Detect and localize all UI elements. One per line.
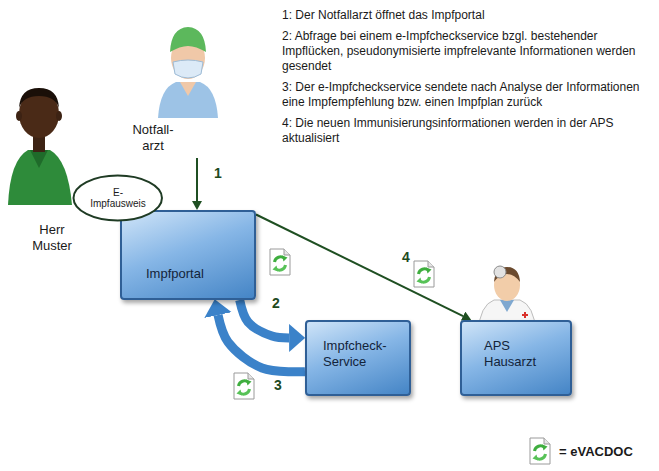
process-box: Impfportal bbox=[120, 210, 256, 300]
drawing-part bbox=[494, 266, 506, 278]
step-note: 1: Der Notfallarzt öffnet das Impfportal bbox=[282, 8, 654, 23]
drawing-part bbox=[234, 373, 254, 399]
ellipse-shape bbox=[74, 176, 162, 221]
emergency-doctor-figure bbox=[158, 27, 218, 118]
system-box: APS Hausarzt bbox=[460, 320, 572, 396]
connector bbox=[256, 215, 463, 317]
node-text: APS Hausarzt bbox=[484, 338, 550, 371]
step-note: 4: Die neuen Immunisierungsinformationen… bbox=[282, 116, 654, 146]
drawing-part bbox=[494, 267, 520, 282]
callout-number: 4 bbox=[400, 250, 412, 265]
drawing-part bbox=[56, 111, 62, 121]
drawing-part bbox=[414, 261, 434, 287]
node-text: Notfall- arzt bbox=[128, 122, 178, 153]
evacdoc-icons bbox=[234, 249, 434, 399]
text-wrap: Impfportal bbox=[146, 266, 204, 282]
person-label: Herr Muster bbox=[26, 222, 78, 255]
connector bbox=[218, 315, 305, 372]
drawing-part bbox=[180, 82, 196, 96]
drawing-part bbox=[16, 111, 22, 121]
text-wrap: Notfall- arzt bbox=[128, 122, 178, 153]
notes-block: 1: Der Notfallarzt öffnet das Impfportal… bbox=[282, 8, 654, 152]
callout-number: 2 bbox=[270, 296, 282, 311]
legend-icon bbox=[527, 436, 553, 466]
node-text: Impfportal bbox=[146, 266, 204, 282]
service-box: Impfcheck- Service bbox=[305, 320, 411, 396]
node-text: Impfcheck- Service bbox=[323, 338, 395, 371]
drawing-part bbox=[8, 150, 72, 205]
legend-entry: = eVACDOC bbox=[527, 436, 633, 466]
node-text: E- Impfausweis bbox=[87, 187, 149, 210]
text-wrap: Impfcheck- Service bbox=[323, 338, 395, 371]
patient-figure bbox=[8, 88, 72, 205]
step-note: 2: Abfrage bei einem e-Impfcheckservice … bbox=[282, 29, 654, 74]
drawing-part bbox=[173, 60, 203, 78]
evacdoc-icon bbox=[530, 438, 550, 464]
connector bbox=[196, 158, 198, 201]
vaccination-card-ellipse: E- Impfausweis bbox=[72, 174, 164, 222]
drawing-part bbox=[524, 312, 526, 318]
drawing-part bbox=[30, 150, 48, 168]
drawing-part bbox=[500, 300, 514, 312]
drawing-part bbox=[19, 88, 59, 108]
drawing-part bbox=[158, 82, 218, 118]
drawing-part bbox=[270, 249, 290, 275]
text-wrap: E- Impfausweis bbox=[87, 187, 149, 210]
person-node: Notfall- arzt bbox=[128, 8, 228, 158]
text-wrap: APS Hausarzt bbox=[484, 338, 550, 371]
legend-text: = eVACDOC bbox=[559, 444, 633, 459]
drawing-part bbox=[170, 27, 206, 52]
callout-number: 1 bbox=[212, 166, 224, 181]
step-note: 3: Der e-Impfcheckservice sendete nach A… bbox=[282, 80, 654, 110]
callout-number: 3 bbox=[272, 378, 284, 393]
